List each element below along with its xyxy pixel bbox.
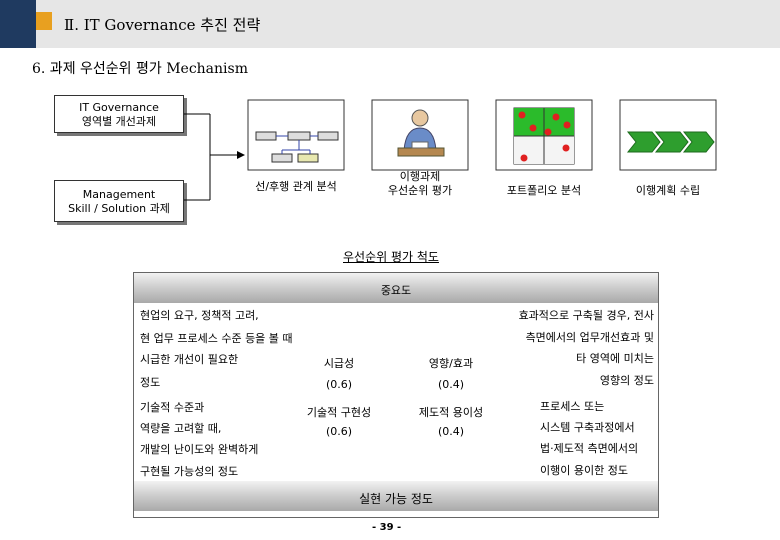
- right-top-text: 영향의 정도: [600, 372, 654, 388]
- left-bottom-text: 기술적 수준과: [140, 399, 204, 415]
- criteria-title: 우선순위 평가 척도: [343, 248, 439, 265]
- input-connector: [184, 114, 244, 200]
- step-label-portfolio: 포트폴리오 분석: [488, 182, 600, 198]
- importance-band: 중요도: [134, 273, 658, 303]
- tech-weight: (0.6): [284, 425, 394, 438]
- left-bottom-text: 개발의 난이도와 완벽하게: [140, 441, 258, 457]
- importance-label: 중요도: [134, 282, 658, 298]
- impact-label: 영향/효과: [396, 355, 506, 371]
- urgency-weight: (0.6): [284, 378, 394, 391]
- right-top-text: 측면에서의 업무개선효과 및: [526, 329, 654, 345]
- process-flow-diagram: [0, 0, 780, 240]
- page-number: - 39 -: [372, 522, 401, 533]
- right-bottom-text: 시스템 구축과정에서: [540, 419, 635, 435]
- right-top-text: 효과적으로 구축될 경우, 전사: [519, 307, 654, 323]
- right-top-text: 타 영역에 미치는: [576, 350, 654, 366]
- left-bottom-text: 역량을 고려할 때,: [140, 420, 221, 436]
- left-top-text: 정도: [140, 374, 160, 390]
- portfolio-matrix-icon: [514, 108, 574, 164]
- right-bottom-text: 법·제도적 측면에서의: [540, 440, 638, 456]
- impact-weight: (0.4): [396, 378, 506, 391]
- right-bottom-text: 프로세스 또는: [540, 398, 604, 414]
- left-top-text: 시급한 개선이 필요한: [140, 351, 238, 367]
- left-top-text: 현 업무 프로세스 수준 등을 볼 때: [140, 330, 293, 346]
- regulatory-weight: (0.4): [396, 425, 506, 438]
- right-bottom-text: 이행이 용이한 정도: [540, 462, 628, 478]
- step-label-plan: 이행계획 수립: [612, 182, 724, 198]
- chevron-arrows-icon: [628, 132, 714, 152]
- feasibility-label: 실현 가능 정도: [134, 490, 658, 507]
- step-label-evaluation-2: 우선순위 평가: [364, 182, 476, 198]
- step-label-dependency: 선/후행 관계 분석: [240, 178, 352, 194]
- tech-label: 기술적 구현성: [284, 404, 394, 420]
- criteria-matrix: 중요도 현업의 요구, 정책적 고려, 현 업무 프로세스 수준 등을 볼 때 …: [133, 272, 659, 518]
- left-top-text: 현업의 요구, 정책적 고려,: [140, 307, 259, 323]
- feasibility-band: 실현 가능 정도: [134, 481, 658, 511]
- left-bottom-text: 구현될 가능성의 정도: [140, 463, 238, 479]
- urgency-label: 시급성: [284, 355, 394, 371]
- regulatory-label: 제도적 용이성: [396, 404, 506, 420]
